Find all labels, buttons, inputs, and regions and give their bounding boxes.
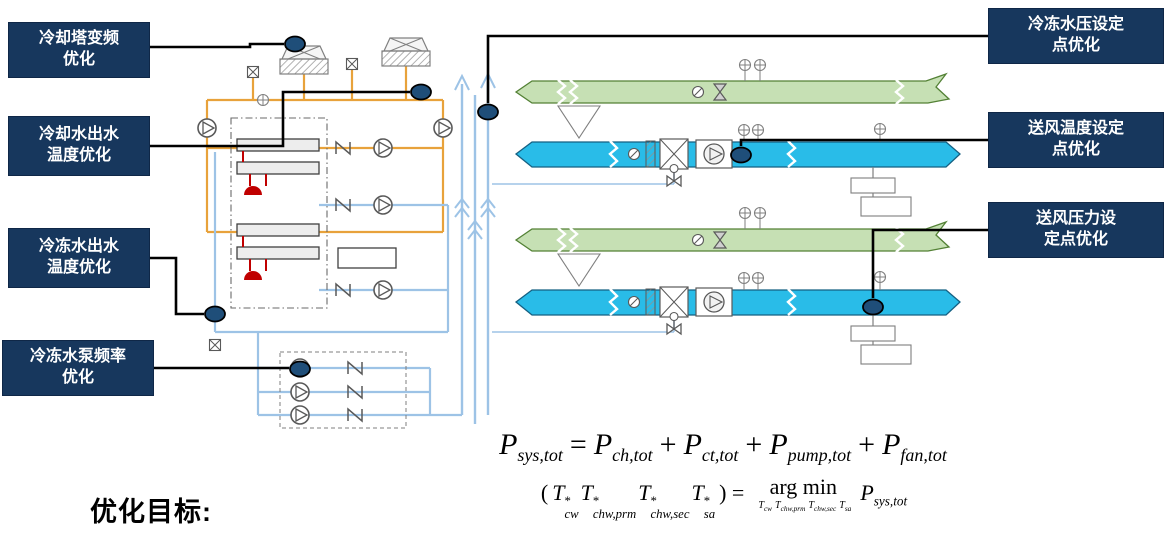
power-balance-formula: Psys,tot=Pch,tot+Pct,tot+Ppump,tot+Pfan,… xyxy=(499,428,947,465)
callout-chilled-water-pump-freq: 冷冻水泵频率 优化 xyxy=(2,340,154,396)
break-chevrons xyxy=(467,219,483,240)
callout-cooling-water-outlet-temp: 冷却水出水 温度优化 xyxy=(8,116,150,176)
temp-sensor-icon xyxy=(256,93,270,107)
duct-sensor-icon xyxy=(873,122,887,136)
callout-label: 送风温度设定 点优化 xyxy=(1027,120,1124,158)
marker-chilled-water xyxy=(204,305,226,323)
isolation-valve-icon xyxy=(208,338,222,352)
callout-label: 冷却塔变频 优化 xyxy=(38,30,119,68)
connector-chilled-water-temp xyxy=(150,256,204,316)
chiller-plant xyxy=(197,37,462,429)
pump-icon xyxy=(373,280,393,300)
cooling-tower-2-icon xyxy=(381,37,431,67)
air-handling-unit xyxy=(514,58,961,217)
secondary-pump-icon xyxy=(290,405,310,425)
connector-chw-pressure xyxy=(486,34,988,103)
callout-supply-air-temp-setpoint: 送风温度设定 点优化 xyxy=(988,112,1164,168)
duct-sensor-icon xyxy=(737,123,751,137)
duct-sensor-icon xyxy=(753,58,767,72)
supply-fan xyxy=(695,139,733,169)
callout-label: 冷冻水压设定 点优化 xyxy=(1027,16,1124,54)
coil-feed-pipe xyxy=(492,167,675,185)
condenser-pump-icon xyxy=(433,118,453,138)
break-chevrons xyxy=(480,197,496,218)
cooling-tower-1-icon xyxy=(279,45,329,75)
callout-label: 送风压力设 定点优化 xyxy=(1035,210,1116,248)
tower-valve-icon xyxy=(345,57,359,71)
tower-valve-icon xyxy=(246,65,260,79)
chillers-enclosure xyxy=(230,117,328,309)
annotation-connectors xyxy=(150,34,988,370)
marker-pump xyxy=(289,360,311,378)
marker-supply-temp xyxy=(730,146,752,164)
formula-area: Psys,tot=Pch,tot+Pct,tot+Ppump,tot+Pfan,… xyxy=(398,428,1048,520)
callout-label: 冷冻水泵频率 优化 xyxy=(29,348,126,386)
callout-chilled-water-pressure-setpoint: 冷冻水压设定 点优化 xyxy=(988,8,1164,64)
marker-supply-press xyxy=(862,298,884,316)
condenser-pump-icon xyxy=(197,118,217,138)
marker-chw-pressure xyxy=(477,103,499,121)
connector-cooling-tower-vfd xyxy=(150,42,284,49)
condenser-water-piping xyxy=(205,66,445,234)
objective-label: 优化目标: xyxy=(90,497,212,527)
callout-supply-air-pressure-setpoint: 送风压力设 定点优化 xyxy=(988,202,1164,258)
vav-box xyxy=(850,177,896,194)
duct-sensor-icon xyxy=(751,123,765,137)
damper-icon xyxy=(691,85,705,99)
return-air-duct xyxy=(514,72,951,104)
break-chevrons xyxy=(454,197,470,218)
chilled-water-piping xyxy=(213,152,462,417)
secondary-pumps-enclosure xyxy=(279,351,407,429)
callout-cooling-tower-vfd: 冷却塔变频 优化 xyxy=(8,22,150,78)
damper-icon xyxy=(627,147,641,161)
filter xyxy=(645,140,656,168)
mixing-box xyxy=(556,105,602,140)
flow-arrow xyxy=(454,73,470,91)
connector-cooling-water-temp xyxy=(150,90,410,148)
heat-exchanger xyxy=(337,247,397,269)
marker-cooling-tower xyxy=(284,35,306,53)
zone-box xyxy=(860,196,912,217)
callout-chilled-water-outlet-temp: 冷冻水出水 温度优化 xyxy=(8,228,150,288)
chiller-2 xyxy=(236,223,320,280)
connector-sat-setpoint xyxy=(739,138,988,146)
coil-feed-pipe xyxy=(492,315,675,333)
sensor-point-markers xyxy=(204,35,884,378)
pump-icon xyxy=(373,138,393,158)
pump-icon xyxy=(373,195,393,215)
callout-label: 冷冻水出水 温度优化 xyxy=(38,238,119,276)
connector-sap-setpoint xyxy=(871,228,988,298)
duct-sensor-icon xyxy=(738,58,752,72)
secondary-pump-icon xyxy=(290,382,310,402)
marker-cooling-water xyxy=(410,83,432,101)
callout-label: 冷却水出水 温度优化 xyxy=(38,126,119,164)
chiller-1 xyxy=(236,138,320,195)
